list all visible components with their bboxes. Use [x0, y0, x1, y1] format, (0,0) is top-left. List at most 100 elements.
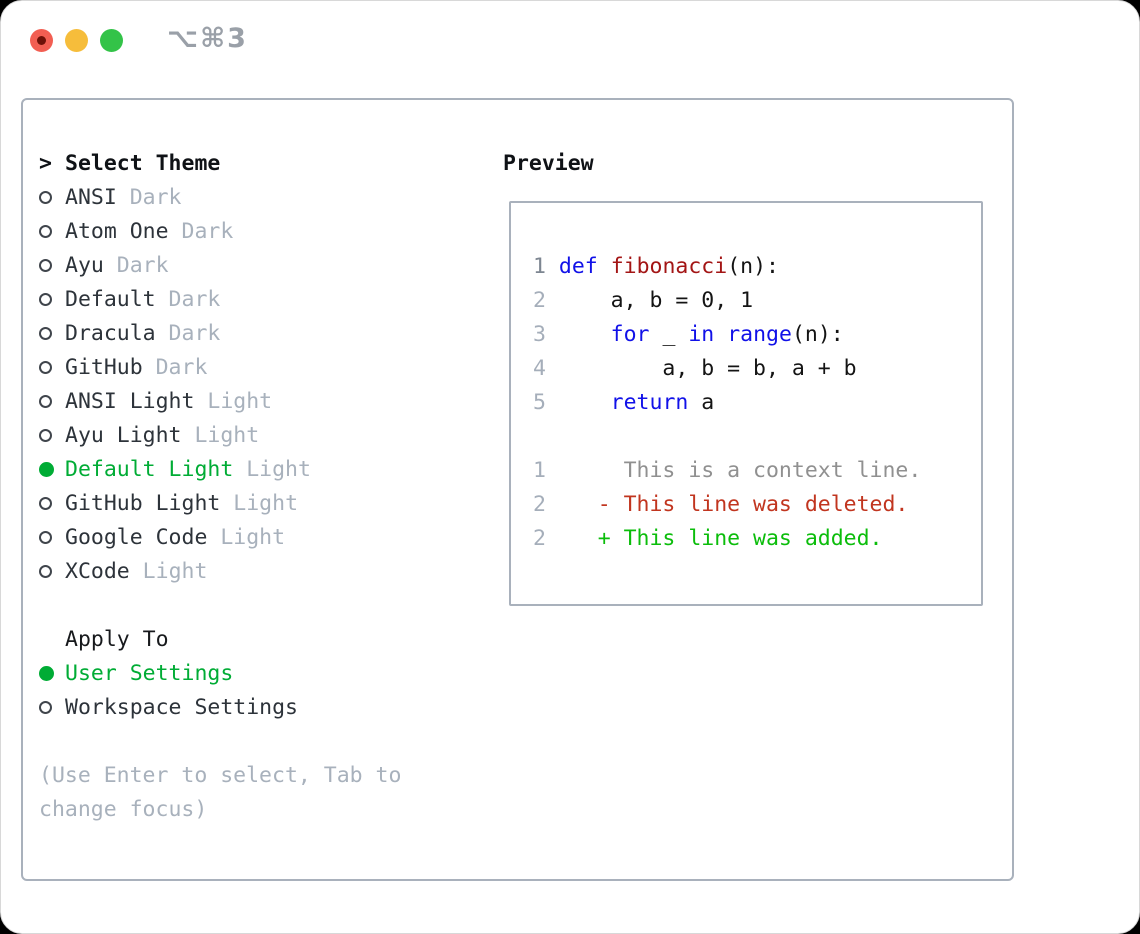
theme-list-title: Select Theme: [65, 150, 221, 176]
theme-option[interactable]: Ayu Dark: [39, 248, 311, 282]
preview-title: Preview: [503, 150, 594, 176]
theme-option[interactable]: Dracula Dark: [39, 316, 311, 350]
theme-name: GitHub Light: [65, 490, 221, 516]
preview-line: 1 This is a context line.: [533, 453, 921, 487]
preview-line: 2 + This line was added.: [533, 521, 921, 555]
line-number: 2: [533, 525, 546, 551]
line-number: 2: [533, 287, 546, 313]
code-segment: def: [558, 253, 598, 279]
minimize-button[interactable]: [65, 29, 88, 52]
theme-variant: Dark: [168, 218, 234, 244]
code-segment: a: [688, 389, 715, 415]
line-number: 3: [533, 321, 546, 347]
code-segment: in: [688, 321, 715, 347]
theme-option[interactable]: Ayu Light Light: [39, 418, 311, 452]
theme-option[interactable]: ANSI Light Light: [39, 384, 311, 418]
code-segment: [546, 390, 611, 415]
preview-line: 1 def fibonacci(n):: [533, 249, 921, 283]
theme-variant: Dark: [103, 252, 169, 278]
theme-option[interactable]: GitHub Light Light: [39, 486, 311, 520]
apply-to-label: Workspace Settings: [65, 694, 298, 720]
code-segment: [546, 254, 559, 279]
preview-line: [533, 419, 921, 453]
theme-option[interactable]: ANSI Dark: [39, 180, 311, 214]
theme-name: GitHub: [65, 354, 143, 380]
theme-name: XCode: [65, 558, 130, 584]
apply-to-header-row: Apply To: [39, 622, 298, 656]
theme-list-header-row: > Select Theme: [39, 146, 311, 180]
theme-variant: Dark: [155, 320, 221, 346]
theme-variant: Dark: [142, 354, 208, 380]
radio-icon: [39, 496, 52, 510]
theme-name: ANSI Light: [65, 388, 195, 414]
theme-option[interactable]: Default Dark: [39, 282, 311, 316]
code-segment: (n):: [791, 321, 844, 347]
apply-to-option[interactable]: User Settings: [39, 656, 298, 690]
theme-option[interactable]: Google Code Light: [39, 520, 311, 554]
code-segment: a, b = 0, 1: [545, 287, 754, 313]
theme-variant: Light: [181, 422, 260, 448]
prompt-icon: >: [39, 150, 52, 176]
line-number: 1: [533, 457, 546, 483]
code-segment: [546, 322, 611, 347]
keyboard-shortcut-label: ⌥⌘3: [167, 23, 248, 54]
hint-line: change focus): [39, 797, 208, 822]
theme-option[interactable]: XCode Light: [39, 554, 311, 588]
theme-name: Ayu: [65, 252, 104, 278]
preview-line: 4 a, b = b, a + b: [533, 351, 921, 385]
code-segment: - This line was deleted.: [545, 491, 909, 517]
code-segment: [714, 322, 727, 347]
theme-variant: Dark: [155, 286, 221, 312]
line-number: 5: [533, 389, 546, 415]
theme-name: Atom One: [65, 218, 169, 244]
theme-option[interactable]: GitHub Dark: [39, 350, 311, 384]
radio-selected-icon: [39, 461, 54, 477]
theme-name: Default: [65, 286, 156, 312]
code-segment: This is a context line.: [545, 457, 922, 483]
theme-name: Dracula: [65, 320, 156, 346]
line-number: 4: [533, 355, 546, 381]
code-segment: [598, 254, 611, 279]
zoom-button[interactable]: [100, 29, 123, 52]
theme-variant: Light: [194, 388, 273, 414]
radio-icon: [39, 700, 52, 714]
radio-icon: [39, 394, 52, 408]
radio-icon: [39, 428, 52, 442]
hint-line: (Use Enter to select, Tab to: [39, 763, 402, 788]
theme-name: ANSI: [65, 184, 117, 210]
apply-to-option[interactable]: Workspace Settings: [39, 690, 298, 724]
theme-variant: Dark: [116, 184, 182, 210]
radio-icon: [39, 326, 52, 340]
theme-name: Default Light: [65, 456, 234, 482]
radio-icon: [39, 292, 52, 306]
theme-name: Ayu Light: [65, 422, 182, 448]
close-dot-icon: [37, 36, 46, 45]
preview-box: 1 def fibonacci(n): 2 a, b = 0, 1 3 for _ …: [509, 201, 983, 606]
code-segment: range: [727, 321, 792, 347]
theme-variant: Light: [233, 456, 311, 482]
line-number: 2: [533, 491, 546, 517]
radio-icon: [39, 360, 52, 374]
apply-to-label: User Settings: [65, 660, 234, 686]
close-button[interactable]: [30, 29, 53, 52]
theme-option[interactable]: Default Light Light: [39, 452, 311, 486]
radio-icon: [39, 530, 52, 544]
theme-name: Google Code: [65, 524, 208, 550]
radio-icon: [39, 564, 52, 578]
line-number: 1: [533, 253, 546, 279]
preview-line: 2 - This line was deleted.: [533, 487, 921, 521]
code-segment: a, b = b, a + b: [545, 355, 857, 381]
theme-option[interactable]: Atom One Dark: [39, 214, 311, 248]
apply-to-title: Apply To: [65, 626, 169, 652]
preview-line: 3 for _ in range(n):: [533, 317, 921, 351]
code-segment: _: [649, 321, 689, 347]
window-controls: [30, 29, 123, 52]
preview-code: 1 def fibonacci(n): 2 a, b = 0, 1 3 for _ …: [533, 249, 921, 555]
theme-variant: Light: [220, 490, 299, 516]
radio-icon: [39, 258, 52, 272]
radio-icon: [39, 224, 52, 238]
radio-icon: [39, 190, 52, 204]
